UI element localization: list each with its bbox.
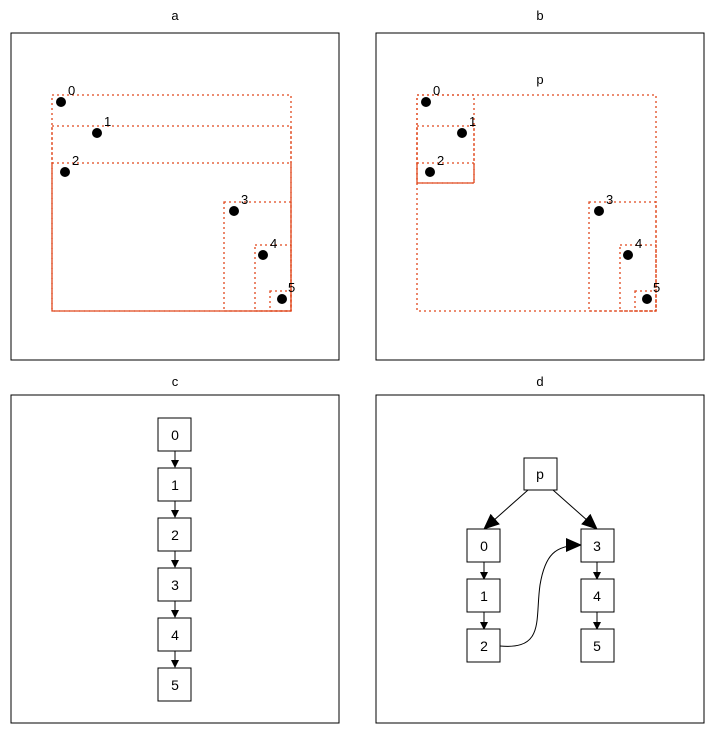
tree-node-5: 5	[157, 667, 192, 702]
panel-title-c: c	[172, 374, 179, 389]
node-box	[157, 467, 192, 502]
point-1	[92, 128, 102, 138]
region-2	[416, 162, 475, 184]
node-box	[157, 517, 192, 552]
node-label: 4	[171, 627, 179, 643]
node-label: 0	[480, 538, 488, 554]
point-5	[642, 294, 652, 304]
tree-edge-thread-2-to-3	[499, 538, 582, 647]
panel-c: c 0 1 2 3	[10, 374, 340, 724]
points-b: 0 1 2 3 4 5	[421, 83, 660, 304]
region-5	[634, 290, 657, 312]
panel-d: d p 0 1 2	[375, 374, 705, 724]
region-2	[51, 162, 292, 312]
node-label: p	[536, 466, 544, 482]
point-0	[421, 97, 431, 107]
node-box	[580, 578, 615, 613]
region-label-p: p	[536, 72, 543, 87]
point-3	[229, 206, 239, 216]
tree-node-2: 2	[157, 517, 192, 552]
point-label-3: 3	[606, 192, 613, 207]
point-label-1: 1	[469, 114, 476, 129]
point-label-4: 4	[270, 236, 277, 251]
region-3	[588, 201, 657, 312]
node-label: 1	[171, 477, 179, 493]
node-label: 1	[480, 588, 488, 604]
point-5	[277, 294, 287, 304]
region-4	[254, 244, 292, 312]
node-label: 5	[593, 638, 601, 654]
region-3	[223, 201, 292, 312]
node-label: 5	[171, 677, 179, 693]
region-4	[619, 244, 657, 312]
point-4	[258, 250, 268, 260]
node-box	[466, 578, 501, 613]
tree-node-3: 3	[580, 528, 615, 563]
panel-b: b p 0 1 2 3 4 5	[375, 8, 705, 361]
point-3	[594, 206, 604, 216]
node-label: 3	[593, 538, 601, 554]
node-box	[157, 667, 192, 702]
point-label-1: 1	[104, 114, 111, 129]
node-box	[157, 617, 192, 652]
tree-node-1: 1	[157, 467, 192, 502]
region-p	[416, 94, 657, 312]
tree-d-edges	[480, 489, 601, 647]
panel-frame-d	[375, 394, 705, 724]
region-1	[51, 125, 292, 312]
point-4	[623, 250, 633, 260]
points-a: 0 1 2 3 4 5	[56, 83, 295, 304]
region-5	[269, 290, 292, 312]
tree-node-4: 4	[157, 617, 192, 652]
region-outlines-b	[416, 94, 657, 312]
tree-node-2: 2	[466, 628, 501, 663]
tree-c-nodes: 0 1 2 3 4 5	[157, 417, 192, 702]
point-label-0: 0	[68, 83, 75, 98]
point-1	[457, 128, 467, 138]
tree-node-0: 0	[466, 528, 501, 563]
node-label: 0	[171, 427, 179, 443]
tree-node-3: 3	[157, 567, 192, 602]
tree-node-p: p	[523, 457, 558, 491]
node-label: 4	[593, 588, 601, 604]
node-box	[523, 457, 558, 491]
node-box	[580, 628, 615, 663]
node-label: 2	[171, 527, 179, 543]
node-box	[157, 417, 192, 452]
node-box	[466, 528, 501, 563]
panel-title-d: d	[536, 374, 543, 389]
panel-title-a: a	[171, 8, 179, 23]
node-label: 3	[171, 577, 179, 593]
region-outlines-a	[51, 94, 292, 312]
point-label-3: 3	[241, 192, 248, 207]
tree-edge-root-left	[483, 489, 529, 530]
node-box	[466, 628, 501, 663]
panel-title-b: b	[536, 8, 543, 23]
node-box	[580, 528, 615, 563]
tree-node-5: 5	[580, 628, 615, 663]
point-label-0: 0	[433, 83, 440, 98]
panel-a: a 0 1 2 3 4 5	[10, 8, 340, 361]
node-box	[157, 567, 192, 602]
point-0	[56, 97, 66, 107]
point-label-5: 5	[288, 280, 295, 295]
point-label-4: 4	[635, 236, 642, 251]
point-2	[425, 167, 435, 177]
point-label-5: 5	[653, 280, 660, 295]
tree-node-0: 0	[157, 417, 192, 452]
tree-edge-root-right	[552, 489, 598, 530]
tree-node-4: 4	[580, 578, 615, 613]
node-label: 2	[480, 638, 488, 654]
tree-node-1: 1	[466, 578, 501, 613]
point-label-2: 2	[72, 153, 79, 168]
panel-frame-b	[375, 32, 705, 361]
point-label-2: 2	[437, 153, 444, 168]
point-2	[60, 167, 70, 177]
region-1	[416, 125, 475, 184]
panel-frame-a	[10, 32, 340, 361]
tree-d-nodes: p 0 1 2 3 4 5	[466, 457, 615, 663]
